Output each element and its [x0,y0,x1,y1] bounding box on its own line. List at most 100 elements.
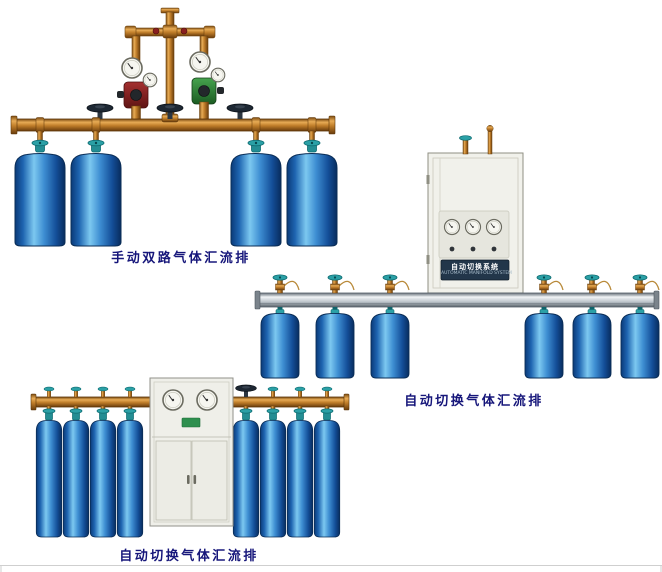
cylinder-valve-cap [266,405,280,421]
rail-valve-fitting [272,274,300,294]
cabinet-label-plate [440,259,510,281]
gas-cylinder [116,419,144,538]
gas-cylinder [286,419,314,538]
gas-cylinder [370,312,410,379]
gas-cylinder [315,312,355,379]
cylinder-valve-cap [635,306,645,315]
cabinet-top-valve [486,125,494,132]
pipe-end-cap [10,115,18,135]
gas-cylinder [14,153,66,247]
tee-fitting [162,24,178,39]
gas-cylinder [232,419,260,538]
pressure-gauge [464,218,482,236]
manifold-valve [321,386,333,398]
pressure-gauge [485,218,503,236]
door-handle [193,475,197,484]
cylinder-valve-cap [96,405,110,421]
manifold-valve [97,386,109,398]
pressure-gauge [443,218,461,236]
gas-cylinder [286,153,338,247]
bus-rail [257,292,657,308]
cabinet-door-outline [432,157,519,289]
cylinder-valve-cap [123,405,137,421]
cylinder-valve-cap [69,405,83,421]
cabinet-panel-title: 自动切换系统 [451,263,499,271]
gas-cylinder [572,312,612,379]
valve-handwheel [86,103,114,120]
caption-auto-switch-wall-manifold: 自动切换气体汇流排 [404,394,544,409]
cylinder-valve-cap [247,130,265,153]
auto-switch-wall-manifold-illustration [254,125,660,379]
rail-end-cap [254,290,261,310]
manifold-valve [294,386,306,398]
manifold-valve [43,386,55,398]
cylinder-valve-cap [303,130,321,153]
gas-cylinder [35,419,63,538]
valve-handwheel [235,384,257,398]
pipe-end-cap [328,115,336,135]
gas-cylinder [70,153,122,247]
manifold-valve [267,386,279,398]
regulator-outlet [199,101,209,121]
gas-cylinder [524,312,564,379]
manual-dual-manifold-illustration [10,7,338,247]
cabinet-top-pipe [487,129,493,155]
gas-cylinder [313,419,341,538]
regulator-side-knob [117,91,124,98]
pipe-end-cap [30,393,37,411]
pipe-tee [91,117,101,133]
pipe-tee [307,117,317,133]
cylinder-valve-cap [42,405,56,421]
rail-valve-fitting [584,274,612,294]
regulator-knob [198,85,210,97]
small-valve-knob [152,27,160,35]
cylinder-valve-cap [330,306,340,315]
gas-cylinder [260,312,300,379]
cylinder-valve-cap [385,306,395,315]
cabinet-door-left [155,440,192,521]
rail-end-cap [653,290,660,310]
cylinder-valve-cap [539,306,549,315]
pressure-gauge [142,72,158,88]
gas-cylinder [62,419,90,538]
cabinet-badge [181,417,201,428]
gas-cylinder [259,419,287,538]
cylinder-valve-cap [587,306,597,315]
elbow-fitting [124,25,137,39]
cabinet-top-valve-wheel [459,135,472,141]
small-valve-knob [180,27,188,35]
cabinet-top-fitting [462,138,469,155]
pressure-gauge [121,57,143,79]
cabinet-hinge [426,255,430,264]
cylinder-valve-cap [239,405,253,421]
page-bottom-border [0,565,662,572]
regulator-side-knob [217,87,224,94]
regulator-outlet [131,105,141,121]
rail-valve-fitting [327,274,355,294]
pipe-tee [251,117,261,133]
cylinder-valve-cap [275,306,285,315]
cabinet-door-right [191,440,228,521]
manifold-valve [124,386,136,398]
pipe-tee [35,117,45,133]
pressure-gauge [196,389,218,411]
pipe-end-cap [343,393,350,411]
elbow-fitting [203,25,216,39]
rail-valve-fitting [536,274,564,294]
indicator-light [449,246,455,252]
cabinet-panel-subtitle: AUTOMATIC MANIFOLD SYSTEM [441,271,513,276]
door-handle [187,475,190,484]
gas-cylinder [620,312,660,379]
indicator-light [470,246,476,252]
cabinet-panel-outline [153,381,230,523]
pressure-gauge [189,51,211,73]
manifold-valve [70,386,82,398]
cylinder-valve-cap [320,405,334,421]
pressure-gauge [162,389,184,411]
rail-valve-fitting [382,274,410,294]
cylinder-valve-cap [31,130,49,153]
cylinder-valve-cap [293,405,307,421]
cylinder-valve-cap [87,130,105,153]
